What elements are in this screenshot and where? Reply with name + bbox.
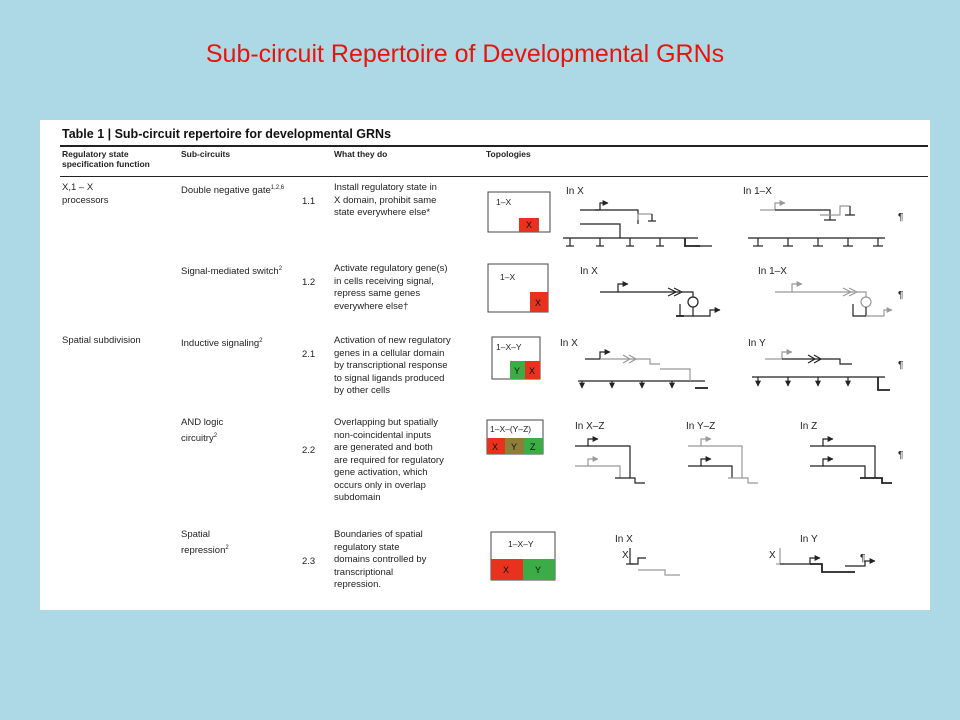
domain-cell-label: Z <box>530 442 536 452</box>
domain-box-1-1: 1–X X <box>487 191 551 233</box>
table-panel: Table 1 | Sub-circuit repertoire for dev… <box>40 120 930 610</box>
circuit-panel-inductive-in-x: In X <box>560 338 708 389</box>
circuit-panel-in-1-x: In 1–X ¶ <box>743 186 903 247</box>
domain-cell-label: Y <box>514 366 520 376</box>
group-label-processors: X,1 – X processors <box>62 182 109 206</box>
domain-box-2-3: 1–X–Y X Y <box>490 531 556 581</box>
subcircuit-number: 1.1 <box>302 196 316 207</box>
slide-title: Sub-circuit Repertoire of Developmental … <box>205 40 725 68</box>
domain-cell-label: Y <box>511 442 517 452</box>
header-topologies: Topologies <box>486 149 531 159</box>
domain-cell-x <box>530 292 548 312</box>
panel-label: In X <box>615 534 633 545</box>
circuit-panel-repression-in-y: In Y X ¶ <box>769 534 876 573</box>
circuit-panel-and-in-z: In Z ¶ <box>800 421 903 484</box>
subcircuit-name: Signal-mediated switch2 <box>181 266 283 278</box>
panel-label: In X <box>560 338 578 349</box>
circuit-panel-signal-in-1-x: In 1–X ¶ <box>758 266 903 317</box>
domain-box-label: 1–X <box>500 272 515 282</box>
panel-label: In X <box>566 186 584 197</box>
panel-label: In Y–Z <box>686 421 715 432</box>
domain-box-label: 1–X–Y <box>508 539 534 549</box>
domain-cell-label: X <box>492 442 498 452</box>
panel-label: In Y <box>800 534 818 545</box>
topology-diagrams: 1–X X In X In 1–X <box>486 186 903 581</box>
domain-box-label: 1–X <box>496 197 511 207</box>
subcircuit-number: 2.1 <box>302 349 316 360</box>
domain-cell-label: Y <box>535 565 541 575</box>
circuit-panel-and-in-y-z: In Y–Z <box>686 421 758 484</box>
domain-box-1-2: 1–X X <box>487 263 549 313</box>
panel-label: In X–Z <box>575 421 604 432</box>
subcircuit-number: 1.2 <box>302 277 316 288</box>
domain-cell-y <box>505 438 524 454</box>
para-mark: ¶ <box>898 212 903 223</box>
subcircuit-number: 2.3 <box>302 556 316 567</box>
group-label-spatial-subdivision: Spatial subdivision <box>62 335 141 346</box>
header-rule <box>60 176 928 177</box>
panel-label: In Y <box>748 338 766 349</box>
domain-box-2-2: 1–X–(Y–Z) X Y Z <box>486 419 544 455</box>
para-mark: ¶ <box>898 360 903 371</box>
domain-cell-y <box>510 361 525 379</box>
para-mark: ¶ <box>860 553 865 564</box>
circuit-panel-in-x: In X <box>563 186 712 247</box>
header-subcircuits: Sub-circuits <box>181 149 231 159</box>
header-what: What they do <box>334 149 388 159</box>
input-label: X <box>622 550 629 561</box>
domain-cell-x <box>491 559 523 580</box>
domain-cell-y <box>523 559 555 580</box>
circuit-panel-and-in-x-z: In X–Z <box>575 421 645 484</box>
panel-label: In Z <box>800 421 817 432</box>
domain-cell-z <box>524 438 543 454</box>
panel-label: In 1–X <box>758 266 787 277</box>
circuit-panel-inductive-in-y: In Y ¶ <box>748 338 903 391</box>
table-top-rule <box>60 145 928 147</box>
subcircuit-name: Inductive signaling2 <box>181 338 263 350</box>
domain-box-label: 1–X–(Y–Z) <box>490 424 531 434</box>
domain-cell-x <box>487 438 505 454</box>
para-mark: ¶ <box>898 290 903 301</box>
domain-box-2-1: 1–X–Y Y X <box>491 336 541 380</box>
para-mark: ¶ <box>898 450 903 461</box>
domain-cell-label: X <box>503 565 509 575</box>
subcircuit-description: Activate regulatory gene(s)in cells rece… <box>334 263 448 312</box>
domain-cell-label: X <box>526 220 532 230</box>
input-label: X <box>769 550 776 561</box>
header-function: Regulatory state specification function <box>62 149 150 169</box>
domain-cell-x <box>519 218 539 232</box>
circuit-panel-signal-in-x: In X <box>580 266 721 317</box>
subcircuit-name: Double negative gate1,2,6 <box>181 185 285 197</box>
subcircuit-number: 2.2 <box>302 445 316 456</box>
panel-label: In X <box>580 266 598 277</box>
circuit-panel-repression-in-x: In X X <box>615 534 680 576</box>
domain-cell-label: X <box>535 298 541 308</box>
domain-cell-x <box>525 361 540 379</box>
domain-cell-label: X <box>529 366 535 376</box>
table-title: Table 1 | Sub-circuit repertoire for dev… <box>62 127 392 141</box>
panel-label: In 1–X <box>743 186 772 197</box>
domain-box-label: 1–X–Y <box>496 342 522 352</box>
